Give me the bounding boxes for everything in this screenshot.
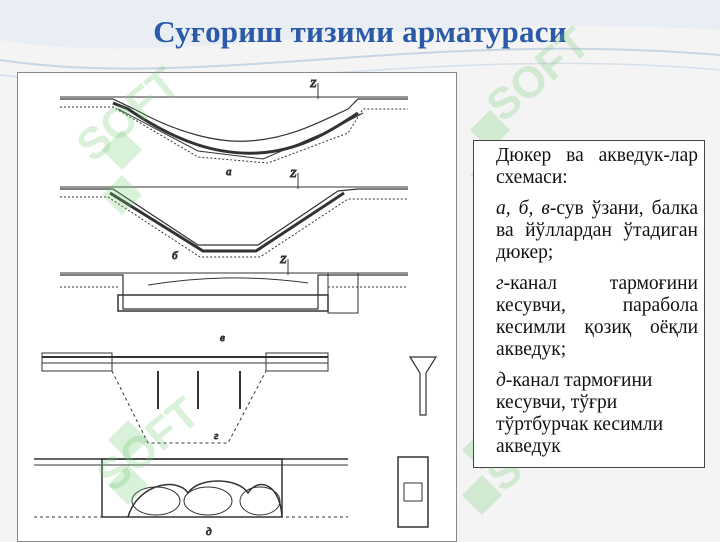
label-b: б xyxy=(172,250,178,262)
label-a: а xyxy=(226,166,232,178)
caption-mark-d: д xyxy=(496,370,506,391)
z-label-b: Z xyxy=(290,168,297,180)
drawing-a: Z а xyxy=(60,78,408,179)
diagram-panel: Z а Z б Z xyxy=(17,72,457,542)
caption-mark-abv: а, б, в xyxy=(496,198,550,219)
drawing-d: д xyxy=(34,456,429,539)
drawing-g: г xyxy=(41,352,438,444)
z-label-v: Z xyxy=(280,254,287,266)
drawing-v: Z в xyxy=(60,254,408,345)
caption-mark-g: г xyxy=(496,273,504,294)
dyuker-aqueduct-drawing: Z а Z б Z xyxy=(34,78,438,539)
caption-item-d: д-канал тармоғини кесувчи, тўғри тўртбур… xyxy=(496,370,698,458)
caption-text: Дюкер ва акведук-лар схемаси: а, б, в-су… xyxy=(496,145,698,467)
caption-item-abv: а, б, в-сув ўзани, балка ва йўллардан ўт… xyxy=(496,198,698,264)
caption-intro: Дюкер ва акведук-лар схемаси: xyxy=(496,145,698,188)
caption-text-abv: -сув ўзани, балка ва йўллардан ўтадиган … xyxy=(496,198,698,263)
z-label-a: Z xyxy=(310,78,317,90)
caption-text-g: -канал тармоғини кесувчи, парабола кесим… xyxy=(496,273,698,360)
caption-item-g: г-канал тармоғини кесувчи, парабола кеси… xyxy=(496,273,698,361)
caption-panel: Дюкер ва акведук-лар схемаси: а, б, в-су… xyxy=(473,140,705,468)
drawing-b: Z б xyxy=(60,168,408,263)
label-v: в xyxy=(220,332,225,344)
page-title: Суғориш тизими арматураси xyxy=(153,14,567,49)
label-g: г xyxy=(214,430,219,442)
caption-text-d: -канал тармоғини кесувчи, тўғри тўртбурч… xyxy=(496,370,664,457)
label-d: д xyxy=(206,526,212,538)
